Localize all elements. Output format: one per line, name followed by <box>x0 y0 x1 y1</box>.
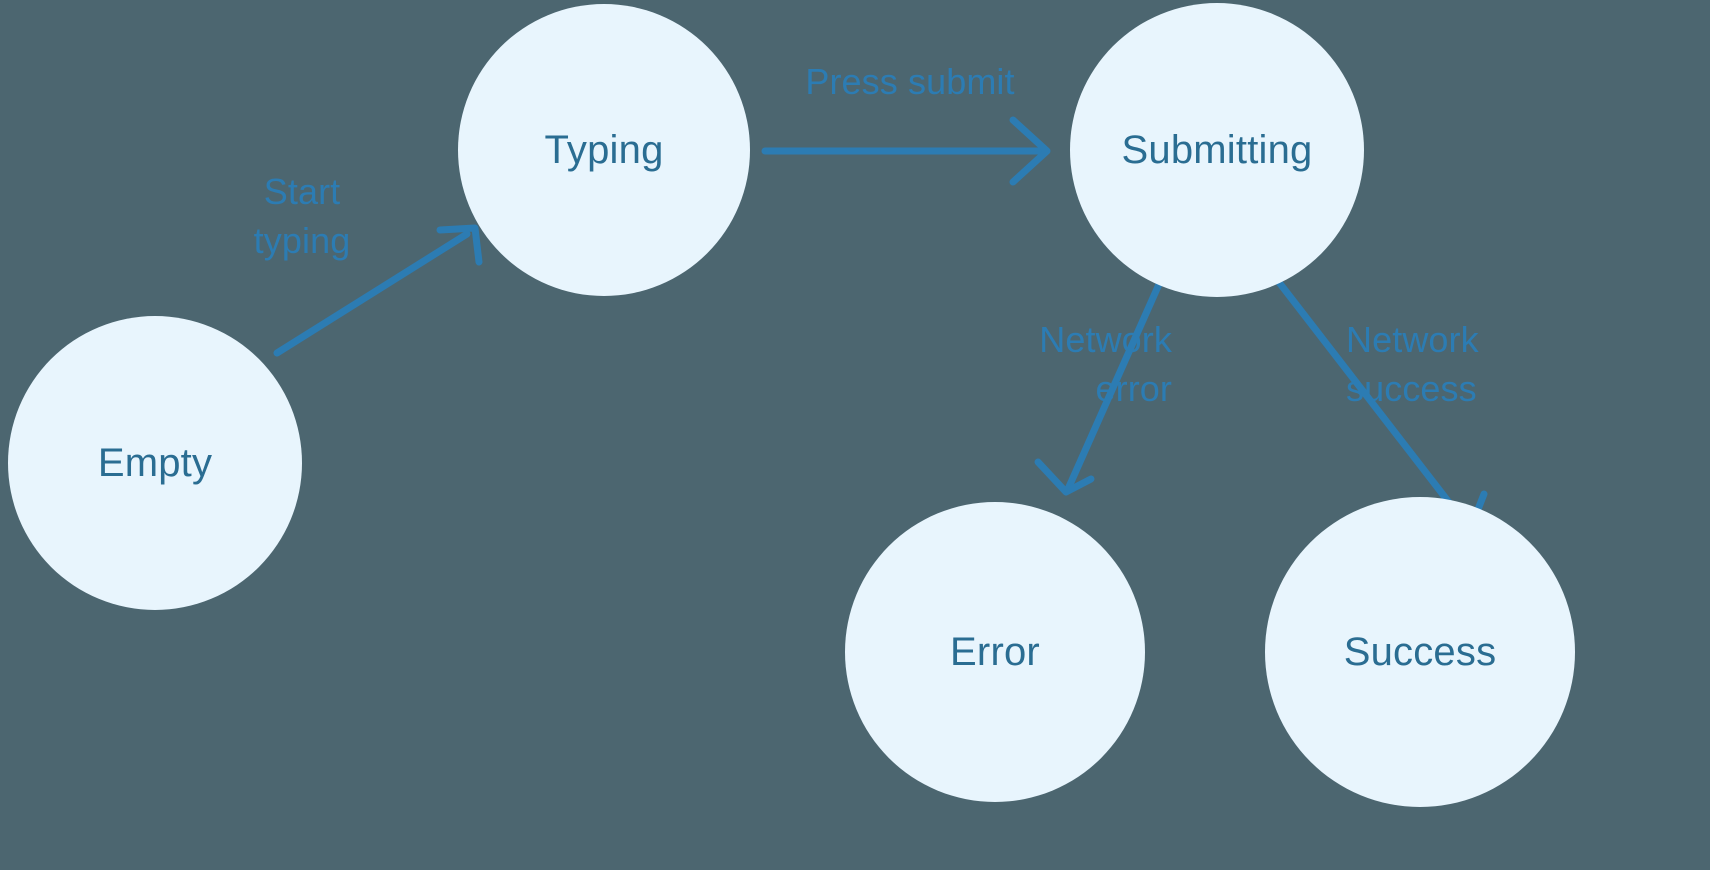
state-node-error[interactable]: Error <box>845 502 1145 802</box>
state-node-typing-label: Typing <box>544 128 664 172</box>
edge-empty-to-typing <box>273 224 483 357</box>
state-node-empty[interactable]: Empty <box>8 316 302 610</box>
edge-typing-to-submitting <box>761 116 1051 186</box>
state-node-empty-label: Empty <box>97 441 213 485</box>
edge-line-submitting-to-success <box>1274 277 1472 531</box>
edge-label-press-submit: Press submit <box>805 61 1015 102</box>
arrowhead-typing-to-submitting <box>1009 116 1051 186</box>
edge-label-start-typing: Start typing <box>253 171 351 261</box>
arrowhead-empty-to-typing <box>436 224 483 266</box>
state-node-success-label: Success <box>1343 630 1497 674</box>
state-node-success[interactable]: Success <box>1265 497 1575 807</box>
state-node-submitting[interactable]: Submitting <box>1070 3 1364 297</box>
arrowhead-submitting-to-error <box>1034 458 1095 496</box>
state-node-submitting-label: Submitting <box>1121 128 1313 172</box>
state-node-error-label: Error <box>950 630 1040 674</box>
edge-line-empty-to-typing <box>273 230 471 357</box>
edge-label-network-error: Network error <box>1039 319 1172 409</box>
edge-submitting-to-error <box>1034 278 1164 496</box>
state-node-typing[interactable]: Typing <box>458 4 750 296</box>
edge-label-network-success: Network success <box>1346 319 1479 409</box>
edge-line-submitting-to-error <box>1064 278 1164 493</box>
